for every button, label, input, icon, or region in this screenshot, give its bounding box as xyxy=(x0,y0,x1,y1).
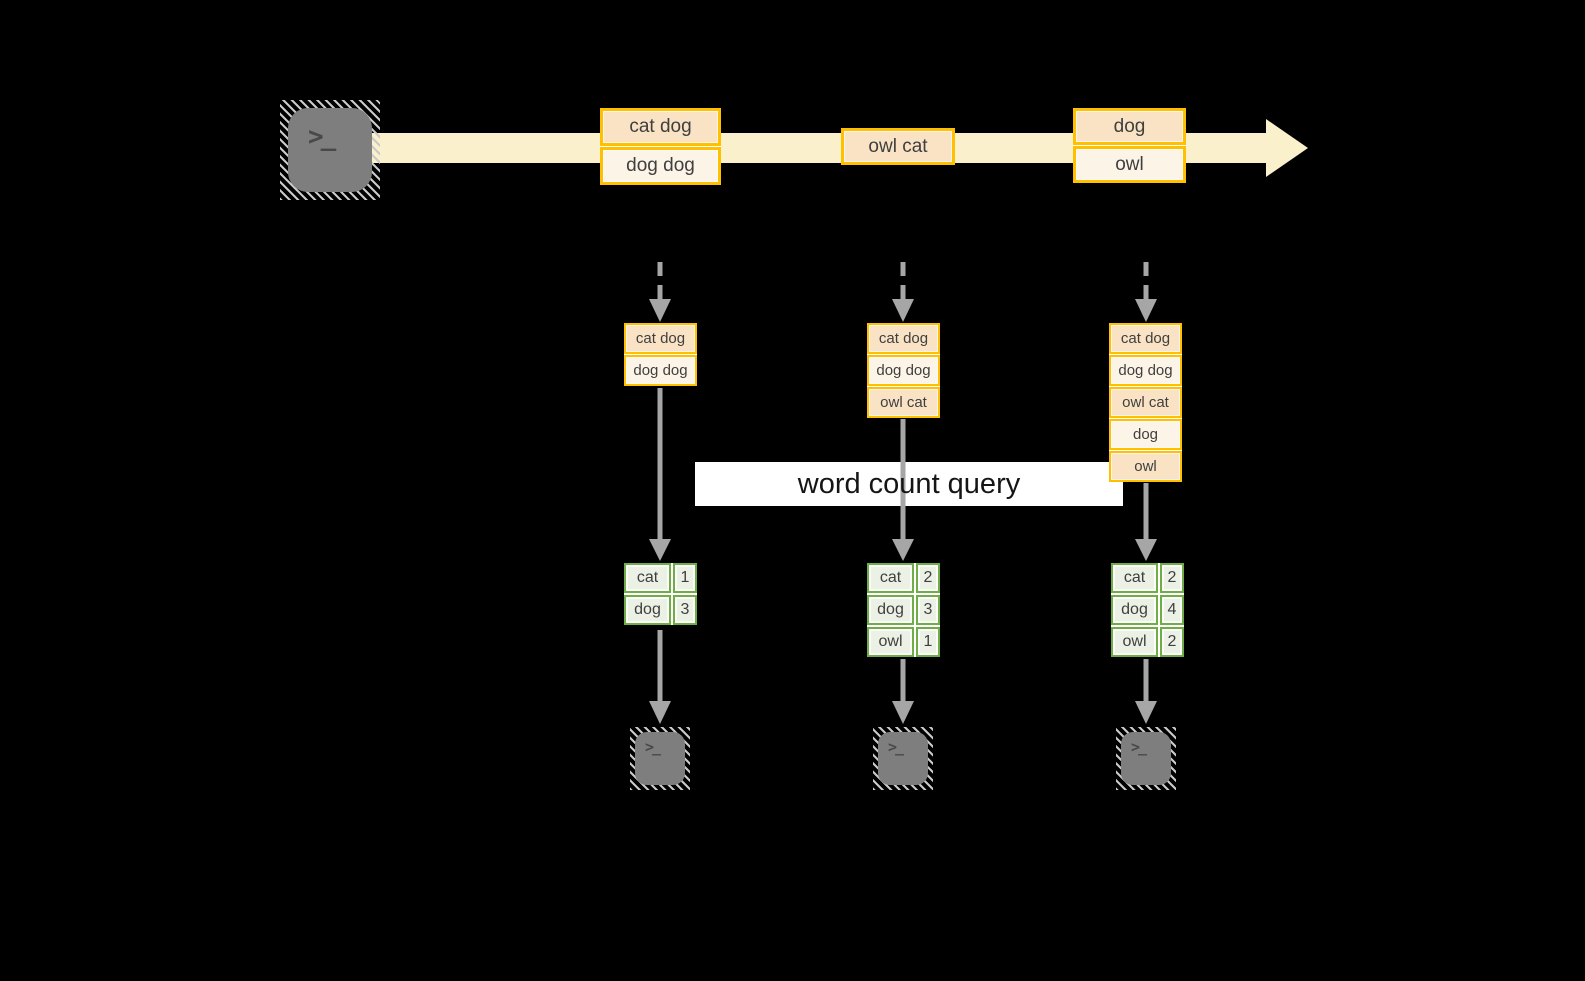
word-cell: dog xyxy=(867,595,914,625)
word-cell: cat xyxy=(867,563,914,593)
stream-event-cell: dog xyxy=(1073,108,1186,145)
stream-event-cell: dog dog xyxy=(600,147,721,185)
terminal-prompt-glyph: >_ xyxy=(645,738,661,756)
stream-event-cell: cat dog xyxy=(600,108,721,146)
source-terminal-icon: >_ xyxy=(280,100,380,200)
output-arrowhead-2-icon xyxy=(892,701,914,724)
word-count-query-box xyxy=(695,462,1123,506)
terminal-prompt-glyph: >_ xyxy=(888,738,904,756)
query-arrowhead-1-icon xyxy=(649,539,671,561)
sink-terminal-1-icon: >_ xyxy=(630,727,690,790)
terminal-prompt-glyph: >_ xyxy=(308,122,336,152)
stream-event-cell: owl cat xyxy=(841,128,955,165)
query-arrowhead-2-icon xyxy=(892,539,914,561)
count-cell: 4 xyxy=(1160,595,1184,625)
count-cell: 2 xyxy=(1160,627,1184,657)
count-cell: 2 xyxy=(1160,563,1184,593)
query-arrowhead-3-icon xyxy=(1135,539,1157,561)
input-line-cell: dog xyxy=(1109,419,1182,450)
input-line-cell: dog dog xyxy=(867,355,940,386)
count-cell: 1 xyxy=(916,627,940,657)
input-line-cell: dog dog xyxy=(624,355,697,386)
trigger-arrowhead-3-icon xyxy=(1135,299,1157,322)
terminal-screen: >_ xyxy=(288,108,372,192)
trigger-arrowhead-2-icon xyxy=(892,299,914,322)
stream-event-box: owl cat xyxy=(841,128,955,165)
stream-arrowhead-icon xyxy=(1266,119,1308,177)
word-cell: owl xyxy=(1111,627,1158,657)
terminal-screen: >_ xyxy=(635,732,685,785)
input-line-cell: owl xyxy=(1109,451,1182,482)
input-line-cell: cat dog xyxy=(624,323,697,354)
word-cell: cat xyxy=(624,563,671,593)
output-arrowhead-3-icon xyxy=(1135,701,1157,724)
terminal-screen: >_ xyxy=(1121,732,1171,785)
count-cell: 2 xyxy=(916,563,940,593)
stream-event-cell: owl xyxy=(1073,146,1186,183)
output-arrowhead-1-icon xyxy=(649,701,671,724)
input-line-cell: cat dog xyxy=(867,323,940,354)
count-cell: 1 xyxy=(673,563,697,593)
sink-terminal-2-icon: >_ xyxy=(873,727,933,790)
input-line-cell: owl cat xyxy=(867,387,940,418)
word-cell: cat xyxy=(1111,563,1158,593)
input-line-cell: cat dog xyxy=(1109,323,1182,354)
count-cell: 3 xyxy=(673,595,697,625)
word-count-query-label: word count query xyxy=(797,467,1021,500)
trigger-arrowhead-1-icon xyxy=(649,299,671,322)
input-line-cell: owl cat xyxy=(1109,387,1182,418)
word-cell: owl xyxy=(867,627,914,657)
terminal-prompt-glyph: >_ xyxy=(1131,738,1147,756)
word-cell: dog xyxy=(1111,595,1158,625)
count-cell: 3 xyxy=(916,595,940,625)
terminal-screen: >_ xyxy=(878,732,928,785)
word-cell: dog xyxy=(624,595,671,625)
sink-terminal-3-icon: >_ xyxy=(1116,727,1176,790)
input-line-cell: dog dog xyxy=(1109,355,1182,386)
